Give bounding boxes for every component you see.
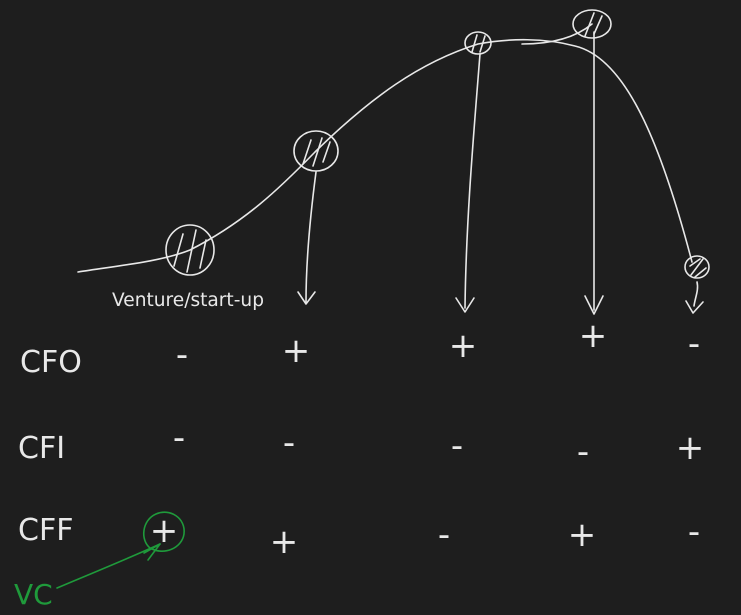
stage-label: Venture/start-up — [112, 289, 264, 311]
arrow-stage-4 — [584, 31, 604, 315]
sign-cfo-1: - — [176, 335, 188, 375]
stage-marker-1 — [165, 224, 215, 276]
sign-cfi-5: + — [676, 428, 705, 468]
arrow-stage-5 — [685, 281, 704, 314]
sign-cfi-4: - — [577, 432, 589, 472]
sign-cff-3: - — [438, 515, 450, 555]
arrow-stage-2 — [297, 171, 317, 305]
row-label-cff: CFF — [18, 513, 73, 548]
sign-cfi-1: - — [173, 418, 185, 458]
curve-connector — [521, 23, 593, 45]
row-label-cfo: CFO — [20, 345, 82, 380]
row-label-cfi: CFI — [18, 431, 65, 466]
sign-cfi-3: - — [451, 426, 463, 466]
vc-annotation-label: VC — [14, 578, 53, 610]
sign-cfo-5: - — [688, 324, 700, 364]
sign-cfo-2: + — [282, 331, 311, 371]
vc-annotation-arrow — [56, 543, 161, 589]
arrow-stage-3 — [455, 53, 481, 313]
stage-marker-3 — [464, 31, 492, 55]
vc-highlight-circle — [143, 511, 185, 552]
stage-marker-5 — [684, 255, 710, 279]
sign-cff-4: + — [568, 515, 597, 555]
sign-cfo-4: + — [579, 316, 608, 356]
sign-cfo-3: + — [449, 326, 478, 366]
sign-cff-2: + — [270, 522, 299, 562]
stage-marker-2 — [293, 130, 339, 172]
stage-marker-4 — [572, 9, 612, 39]
lifecycle-curve — [77, 38, 693, 273]
sign-cff-1: + — [150, 511, 179, 551]
sign-cff-5: - — [688, 512, 700, 552]
sign-cfi-2: - — [283, 423, 295, 463]
